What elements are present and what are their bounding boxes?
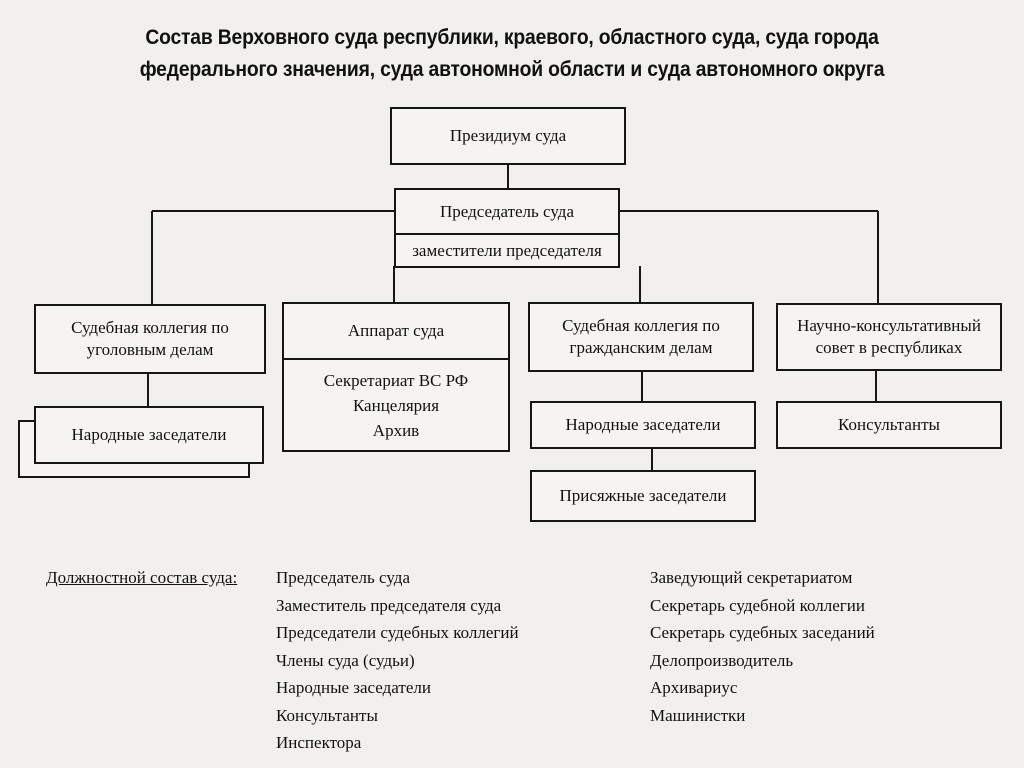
staff-units-cell: Секретариат ВС РФ Канцелярия Архив — [284, 360, 508, 450]
title-line-1: Состав Верховного суда республики, краев… — [145, 26, 879, 49]
advisory-council-line-2: совет в республиках — [815, 338, 963, 357]
presidium-label: Президиум суда — [449, 126, 567, 145]
staff-left-item: Члены суда (судьи) — [276, 650, 415, 670]
presidium-box: Президиум суда — [390, 107, 626, 165]
deputies-label: заместители председателя — [412, 240, 602, 260]
chairman-label: Председатель суда — [440, 201, 574, 221]
civil-assessors-label: Народные заседатели — [565, 415, 721, 434]
court-staff-cell: Аппарат суда — [284, 304, 508, 358]
staff-right-item: Машинистки — [650, 705, 746, 725]
civil-board-line-2: гражданским делам — [569, 338, 713, 357]
staff-list-label: Должностной состав суда: — [46, 564, 237, 592]
civil-assessors-box: Народные заседатели — [530, 401, 756, 449]
advisory-council-box: Научно-консультативный совет в республик… — [776, 303, 1002, 371]
staff-unit-office: Канцелярия — [352, 395, 440, 415]
criminal-board-line-2: уголовным делам — [86, 340, 214, 359]
staff-right-item: Секретарь судебных заседаний — [650, 623, 875, 642]
staff-list-label-text: Должностной состав суда — [46, 568, 233, 587]
advisory-council-line-1: Научно-консультативный — [797, 316, 981, 335]
criminal-board-box: Судебная коллегия по уголовным делам — [34, 304, 266, 374]
diagram-title: Состав Верховного суда республики, краев… — [41, 22, 983, 86]
title-line-2: федерального значения, суда автономной о… — [139, 58, 885, 81]
civil-board-line-1: Судебная коллегия по — [562, 316, 720, 335]
staff-right-item: Архивариус — [650, 678, 738, 697]
staff-left-item: Заместитель председателя суда — [276, 595, 502, 615]
chairman-cell: Председатель суда — [396, 190, 618, 233]
staff-right-item: Делопроизводитель — [650, 650, 794, 670]
staff-right-item: Секретарь судебной коллегии — [650, 595, 865, 615]
consultants-label: Консультанты — [838, 415, 940, 434]
deputies-cell: заместители председателя — [396, 235, 618, 266]
criminal-board-line-1: Судебная коллегия по — [71, 318, 229, 337]
staff-unit-archive: Архив — [372, 420, 420, 440]
staff-left-item: Консультанты — [276, 705, 378, 725]
consultants-box: Консультанты — [776, 401, 1002, 449]
staff-left-item: Инспектора — [276, 733, 362, 752]
chairman-divider — [396, 233, 618, 235]
chairman-box: Председатель суда заместители председате… — [394, 188, 620, 268]
staff-list-label-colon: : — [232, 568, 238, 587]
court-staff-divider — [284, 358, 508, 360]
jurors-box: Присяжные заседатели — [530, 470, 756, 522]
civil-board-box: Судебная коллегия по гражданским делам — [528, 302, 754, 372]
staff-list-left: Председатель суда Заместитель председате… — [276, 564, 519, 757]
staff-left-item: Председатель суда — [276, 568, 410, 587]
staff-right-item: Заведующий секретариатом — [650, 568, 853, 587]
court-staff-label: Аппарат суда — [347, 321, 445, 340]
staff-left-item: Председатели судебных коллегий — [276, 623, 519, 642]
staff-list-right: Заведующий секретариатом Секретарь судеб… — [650, 564, 875, 729]
criminal-assessors-label: Народные заседатели — [71, 425, 227, 444]
staff-left-item: Народные заседатели — [276, 678, 431, 697]
staff-unit-secretariat: Секретариат ВС РФ — [323, 370, 469, 390]
staff-list: Должностной состав суда: Председатель су… — [0, 564, 1024, 764]
criminal-assessors-box: Народные заседатели — [34, 406, 264, 464]
court-staff-box: Аппарат суда Секретариат ВС РФ Канцеляри… — [282, 302, 510, 452]
jurors-label: Присяжные заседатели — [559, 486, 727, 505]
